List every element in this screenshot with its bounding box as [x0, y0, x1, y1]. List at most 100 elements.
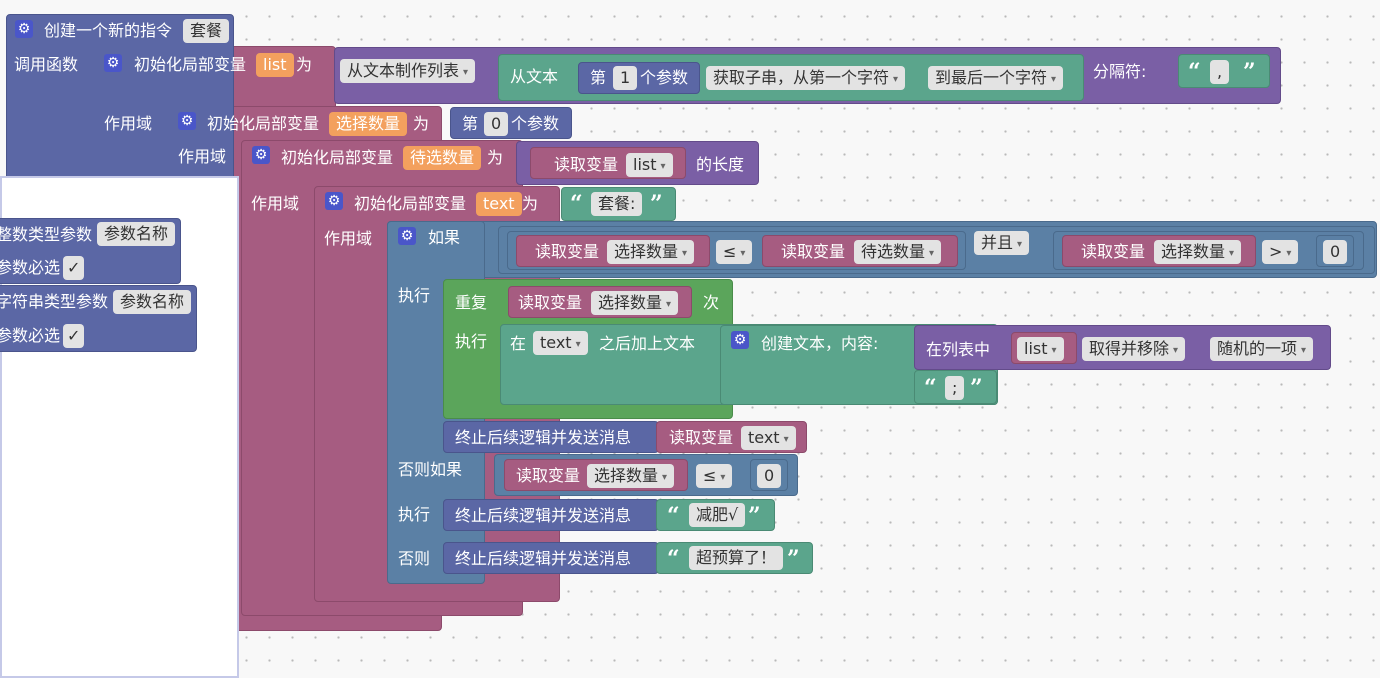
substring-mode-dropdown[interactable]: 获取子串，从第一个字符▾ [706, 66, 906, 90]
scope-label: 作用域 [324, 229, 373, 248]
gear-icon[interactable]: ⚙ [15, 20, 33, 38]
as-label: 为 [487, 148, 504, 167]
gear-icon[interactable]: ⚙ [325, 192, 343, 210]
gear-icon[interactable]: ⚙ [398, 227, 416, 245]
length-suffix: 的长度 [696, 155, 745, 174]
param-index-field[interactable]: 1 [613, 66, 638, 90]
var-dropdown[interactable]: 选择数量▾ [607, 240, 695, 264]
var-name-pending-count[interactable]: 待选数量 [403, 146, 482, 170]
text-value-field[interactable]: 超预算了！ [689, 546, 784, 570]
param-suffix: 个参数 [640, 68, 689, 87]
operator-dropdown[interactable]: ≤▾ [716, 240, 753, 264]
text-value-field[interactable]: 减肥√ [689, 503, 746, 527]
quote-close: ” [970, 375, 983, 401]
command-title: 创建一个新的指令 [44, 21, 173, 40]
stop-send-label: 终止后续逻辑并发送消息 [455, 428, 632, 447]
stop-send-block[interactable] [443, 499, 659, 531]
var-name-select-count[interactable]: 选择数量 [329, 112, 408, 136]
quote-open: “ [667, 546, 680, 572]
init-label: 初始化局部变量 [207, 114, 320, 133]
read-var-label: 读取变量 [516, 466, 581, 485]
read-var-label: 读取变量 [535, 242, 600, 261]
scope-label: 作用域 [104, 114, 153, 133]
stop-send-block[interactable] [443, 542, 659, 574]
gear-icon[interactable]: ⚙ [178, 112, 196, 130]
var-dropdown[interactable]: list▾ [1017, 337, 1064, 361]
times-label: 次 [703, 293, 720, 312]
param-index-field[interactable]: 0 [484, 112, 509, 136]
read-var-label: 读取变量 [518, 293, 583, 312]
read-var-label: 读取变量 [1081, 242, 1146, 261]
var-name-text[interactable]: text [476, 192, 522, 216]
int-param-label: 整数类型参数 [0, 225, 93, 244]
param-nth: 第 [462, 114, 479, 133]
quote-open: “ [667, 503, 680, 529]
make-list-dropdown[interactable]: 从文本制作列表▾ [340, 59, 476, 83]
separator-field[interactable]: , [1210, 60, 1230, 84]
append-in-label: 在 [510, 334, 527, 353]
gear-icon[interactable]: ⚙ [731, 331, 749, 349]
stop-send-label: 终止后续逻辑并发送消息 [455, 506, 632, 525]
in-list-label: 在列表中 [926, 340, 991, 359]
var-dropdown[interactable]: 选择数量▾ [587, 464, 675, 488]
call-function-label: 调用函数 [14, 55, 79, 74]
text-value-field[interactable]: 套餐: [591, 192, 643, 216]
list-action-dropdown[interactable]: 取得并移除▾ [1082, 337, 1186, 361]
as-label: 为 [522, 194, 539, 213]
and-dropdown[interactable]: 并且▾ [974, 231, 1030, 255]
init-label: 初始化局部变量 [281, 148, 394, 167]
from-text-label: 从文本 [510, 67, 559, 86]
var-dropdown[interactable]: 待选数量▾ [854, 240, 942, 264]
delimiter-field[interactable]: ; [945, 376, 965, 400]
command-name-field[interactable]: 套餐 [183, 19, 230, 43]
stop-send-label: 终止后续逻辑并发送消息 [455, 549, 632, 568]
if-label: 如果 [428, 228, 461, 247]
quote-close: ” [787, 546, 800, 572]
then-label: 执行 [398, 505, 431, 524]
do-label: 执行 [455, 332, 488, 351]
scope-label: 作用域 [178, 147, 227, 166]
param1-block[interactable] [578, 62, 700, 94]
substring-end-dropdown[interactable]: 到最后一个字符▾ [928, 66, 1064, 90]
else-label: 否则 [398, 549, 431, 568]
quote-open: “ [1188, 59, 1201, 85]
operator-dropdown[interactable]: ≤▾ [696, 464, 733, 488]
create-text-label: 创建文本，内容: [761, 334, 879, 353]
required-checkbox[interactable]: ✓ [63, 324, 85, 348]
list-which-dropdown[interactable]: 随机的一项▾ [1210, 337, 1314, 361]
gear-icon[interactable]: ⚙ [104, 54, 122, 72]
init-label: 初始化局部变量 [134, 55, 247, 74]
as-label: 为 [296, 55, 313, 74]
append-after-label: 之后加上文本 [599, 334, 696, 353]
init-label: 初始化局部变量 [354, 194, 467, 213]
param-name-field[interactable]: 参数名称 [113, 290, 192, 314]
quote-close: ” [748, 503, 761, 529]
as-label: 为 [413, 114, 430, 133]
operator-dropdown[interactable]: >▾ [1262, 240, 1299, 264]
var-dropdown[interactable]: 选择数量▾ [1154, 240, 1242, 264]
required-label: 参数必选 [0, 258, 61, 277]
param0-block[interactable] [450, 107, 572, 139]
required-checkbox[interactable]: ✓ [63, 256, 85, 280]
var-dropdown[interactable]: list▾ [626, 153, 673, 177]
read-var-label: 读取变量 [554, 155, 619, 174]
quote-open: “ [924, 375, 937, 401]
var-dropdown[interactable]: text▾ [533, 331, 588, 355]
var-dropdown[interactable]: 选择数量▾ [591, 291, 679, 315]
var-name-list[interactable]: list [256, 53, 294, 77]
required-label: 参数必选 [0, 326, 61, 345]
param-name-field[interactable]: 参数名称 [97, 222, 176, 246]
number-field[interactable]: 0 [1323, 240, 1348, 264]
else-if-label: 否则如果 [398, 460, 463, 479]
number-field[interactable]: 0 [757, 464, 782, 488]
read-var-label: 读取变量 [669, 428, 734, 447]
str-param-label: 字符串类型参数 [0, 292, 109, 311]
read-var-label: 读取变量 [781, 242, 846, 261]
param-suffix: 个参数 [511, 114, 560, 133]
param-nth: 第 [590, 68, 607, 87]
quote-close: ” [650, 191, 663, 217]
quote-open: “ [570, 191, 583, 217]
var-dropdown[interactable]: text▾ [741, 426, 796, 450]
gear-icon[interactable]: ⚙ [252, 146, 270, 164]
then-label: 执行 [398, 286, 431, 305]
